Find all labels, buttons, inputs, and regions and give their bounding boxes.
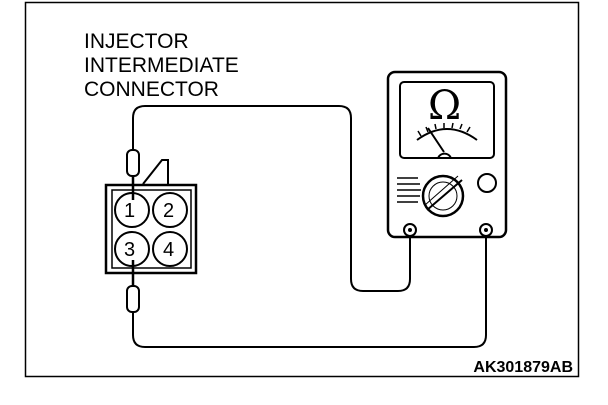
- connector-title: INJECTOR INTERMEDIATE CONNECTOR: [84, 30, 239, 101]
- ohmmeter: Ω: [386, 70, 508, 239]
- range-selector-knob: [421, 174, 465, 218]
- title-line-1: INJECTOR: [84, 30, 189, 53]
- scale-ticks: [417, 122, 471, 137]
- pin-1-label: 1: [124, 200, 135, 222]
- title-line-3: CONNECTOR: [84, 78, 219, 101]
- figure-code: AK301879AB: [473, 359, 573, 376]
- range-markings: [397, 177, 421, 203]
- zero-adjust-knob: [477, 173, 497, 193]
- ohm-symbol: Ω: [428, 83, 461, 129]
- pin-2-socket: [152, 192, 188, 228]
- pin-4-socket: [152, 231, 188, 267]
- pin-4-label: 4: [163, 239, 174, 261]
- meter-scale: [416, 128, 478, 141]
- title-line-2: INTERMEDIATE: [84, 54, 239, 77]
- probe-1: [126, 149, 140, 200]
- diagram-frame: [24, 1, 580, 378]
- pin-3-label: 3: [124, 239, 135, 261]
- connector-inner: [111, 189, 192, 269]
- probe-2: [126, 260, 140, 313]
- meter-terminal-right: [479, 223, 493, 237]
- test-lead-wire-1: [132, 105, 411, 292]
- meter-terminal-left: [403, 223, 417, 237]
- meter-needle: [427, 127, 445, 153]
- connector-latch: [142, 159, 169, 185]
- injector-intermediate-connector: 1 2 3 4: [104, 159, 198, 275]
- needle-pivot: [436, 152, 453, 159]
- test-lead-wire-2: [132, 230, 487, 348]
- pin-2-label: 2: [163, 200, 174, 222]
